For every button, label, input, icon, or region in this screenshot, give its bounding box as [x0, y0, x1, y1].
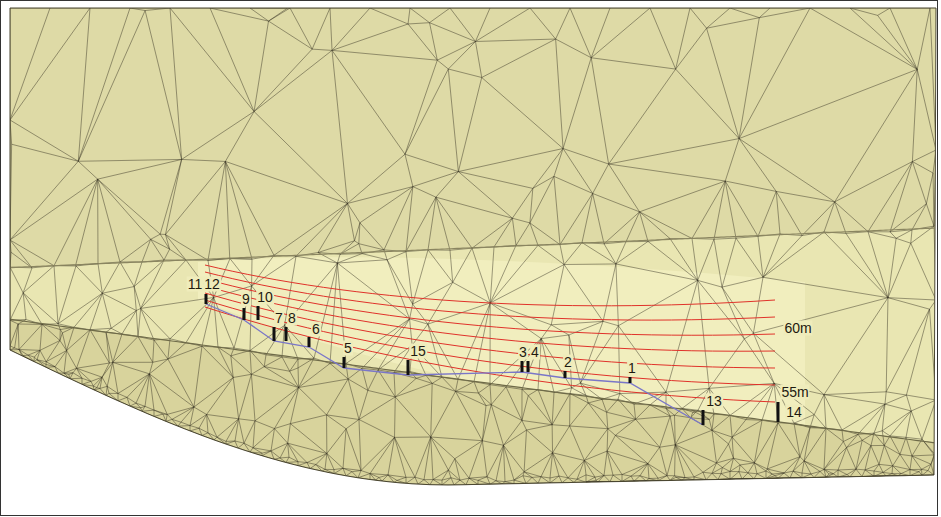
point-number: 2	[563, 355, 573, 370]
tin-edges	[10, 8, 936, 485]
survey-post	[308, 337, 311, 347]
plateau-surface	[10, 8, 936, 485]
point-number: 10	[256, 290, 274, 305]
contour-line	[205, 286, 775, 351]
point-number: 6	[311, 322, 321, 337]
point-number: 13	[705, 394, 723, 409]
survey-post	[629, 377, 632, 383]
point-number: 11	[187, 277, 204, 292]
contour-elevation: 55m	[780, 385, 809, 400]
survey-post	[285, 327, 288, 341]
survey-post	[527, 361, 530, 372]
survey-post	[777, 402, 780, 422]
survey-post	[243, 308, 246, 320]
survey-post	[273, 327, 276, 341]
point-number: 9	[241, 292, 251, 307]
point-number: 8	[287, 311, 297, 326]
survey-post	[702, 410, 705, 425]
contour-elevation: 60m	[783, 321, 812, 336]
point-number: 1	[627, 361, 637, 376]
contour-line	[205, 307, 775, 402]
survey-post	[343, 357, 346, 368]
contour-line	[205, 293, 775, 368]
terrain-outline	[10, 8, 936, 485]
survey-post	[521, 361, 524, 372]
point-number: 3	[518, 345, 528, 360]
survey-post	[564, 371, 567, 378]
contour-line	[205, 265, 775, 306]
point-number: 15	[409, 344, 427, 359]
point-number: 5	[343, 341, 353, 356]
point-number: 7	[274, 311, 284, 326]
lower-bench	[10, 319, 934, 485]
survey-post	[257, 306, 260, 320]
survey-post	[205, 294, 208, 304]
point-number: 12	[203, 277, 221, 292]
bench-edge	[10, 319, 934, 442]
crest-edge	[10, 228, 934, 267]
point-number: 4	[530, 345, 540, 360]
point-number: 14	[785, 405, 803, 420]
survey-post	[407, 360, 410, 375]
traverse-line	[206, 304, 703, 425]
